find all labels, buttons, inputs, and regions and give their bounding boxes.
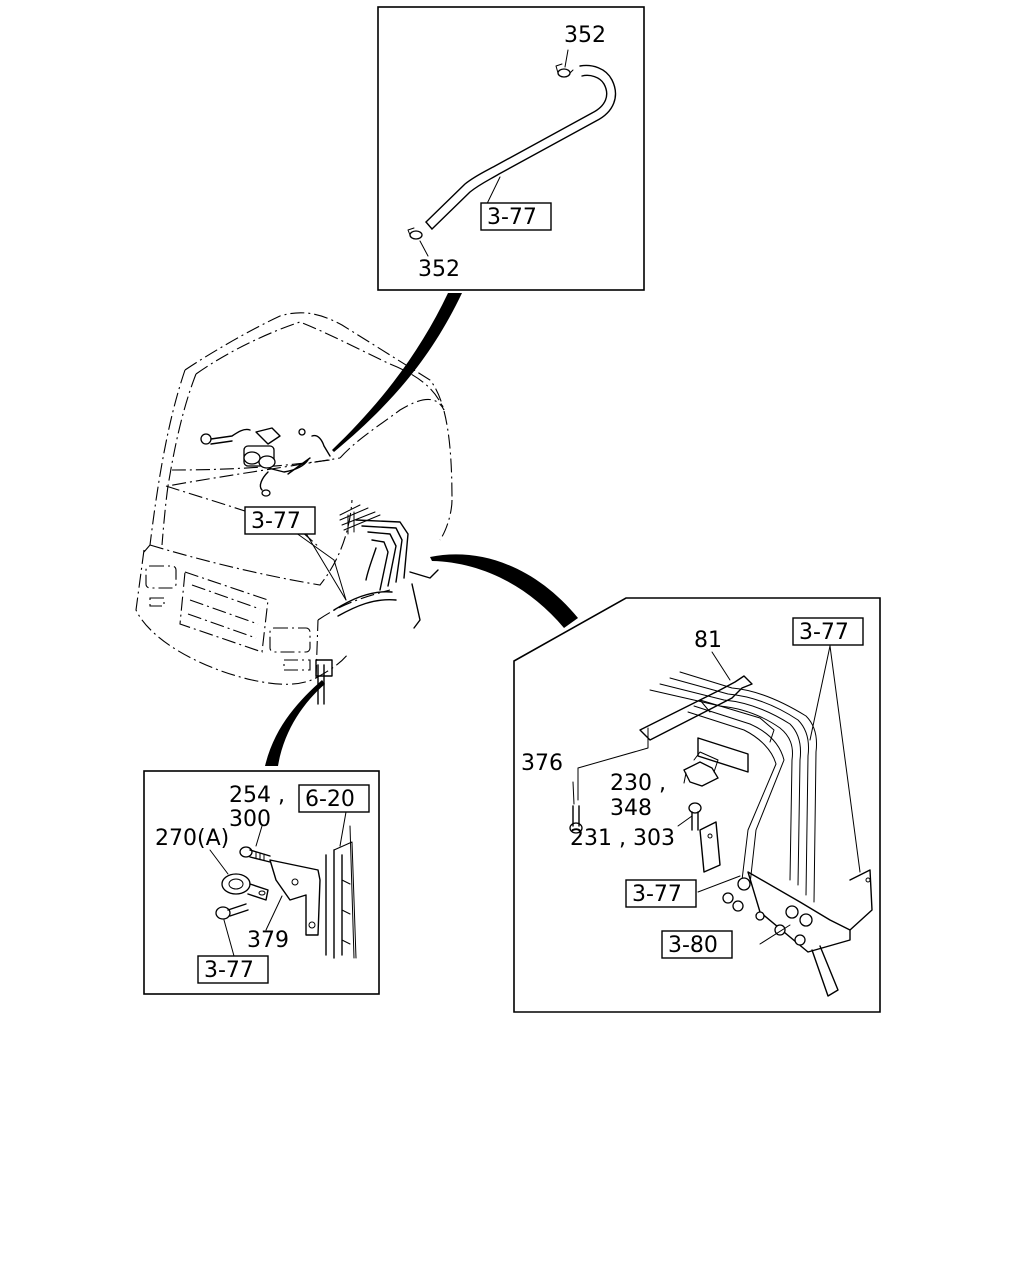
part-label-230: 230 , [610,771,666,796]
left-inset-frame [143,770,380,995]
swoosh-left-inset [265,680,325,766]
right-inset: 81 376 230 , 348 231 , 303 3-77 3-77 3-8… [513,597,881,1013]
ref-label-3-80: 3-80 [668,933,718,958]
right-inset-frame [513,597,881,1013]
bolt-icon [239,846,271,863]
hose-clamp-icon [407,227,423,240]
ref-label-3-77: 3-77 [487,205,537,230]
valve-unit-icon [722,869,873,997]
top-inset-frame [377,6,645,291]
part-label-270a: 270(A) [155,826,229,851]
truck-cab: 3-77 [135,312,453,705]
ref-box-6-20 [298,784,370,813]
hose-352 [425,74,608,223]
ref-box-3-77 [480,202,552,231]
ref-box-3-77 [244,506,316,535]
part-label-352-lower: 352 [418,257,460,282]
left-inset: 254 , 300 270(A) 379 6-20 3-77 [143,770,380,995]
washer-pump-icon [200,427,311,497]
ref-box-3-80 [661,930,733,959]
bolt-icon [569,805,583,834]
hose-clamp-icon [221,873,269,901]
part-label-352-upper: 352 [564,23,606,48]
brake-pipe-icon [649,671,817,903]
top-inset: 352 352 3-77 [377,6,645,291]
ref-box-3-77 [197,955,269,984]
ref-box-3-77-top [792,617,864,646]
ref-label-3-77: 3-77 [204,958,254,983]
part-label-376: 376 [521,751,563,776]
ref-box-3-77-mid [625,879,697,908]
swoosh-right-inset [430,554,578,628]
part-label-254: 254 , [229,783,285,808]
swoosh-top-inset [332,293,462,452]
part-label-348: 348 [610,796,652,821]
part-label-81: 81 [694,628,722,653]
ref-label-6-20: 6-20 [305,787,355,812]
pipe-clip-icon [683,751,719,787]
part-label-300: 300 [229,807,271,832]
cab-roof-outline [184,312,453,501]
bolt-icon [688,802,702,831]
connector-swooshes [265,293,578,766]
ref-label-3-77-top: 3-77 [799,620,849,645]
pipe-bundle-icon [333,504,439,629]
hose-clamp-icon [555,63,574,78]
part-label-231-303: 231 , 303 [570,826,675,851]
bolt-icon [215,903,249,920]
part-label-379: 379 [247,928,289,953]
ref-label-3-77-mid: 3-77 [632,882,682,907]
ref-label-3-77: 3-77 [251,509,301,534]
